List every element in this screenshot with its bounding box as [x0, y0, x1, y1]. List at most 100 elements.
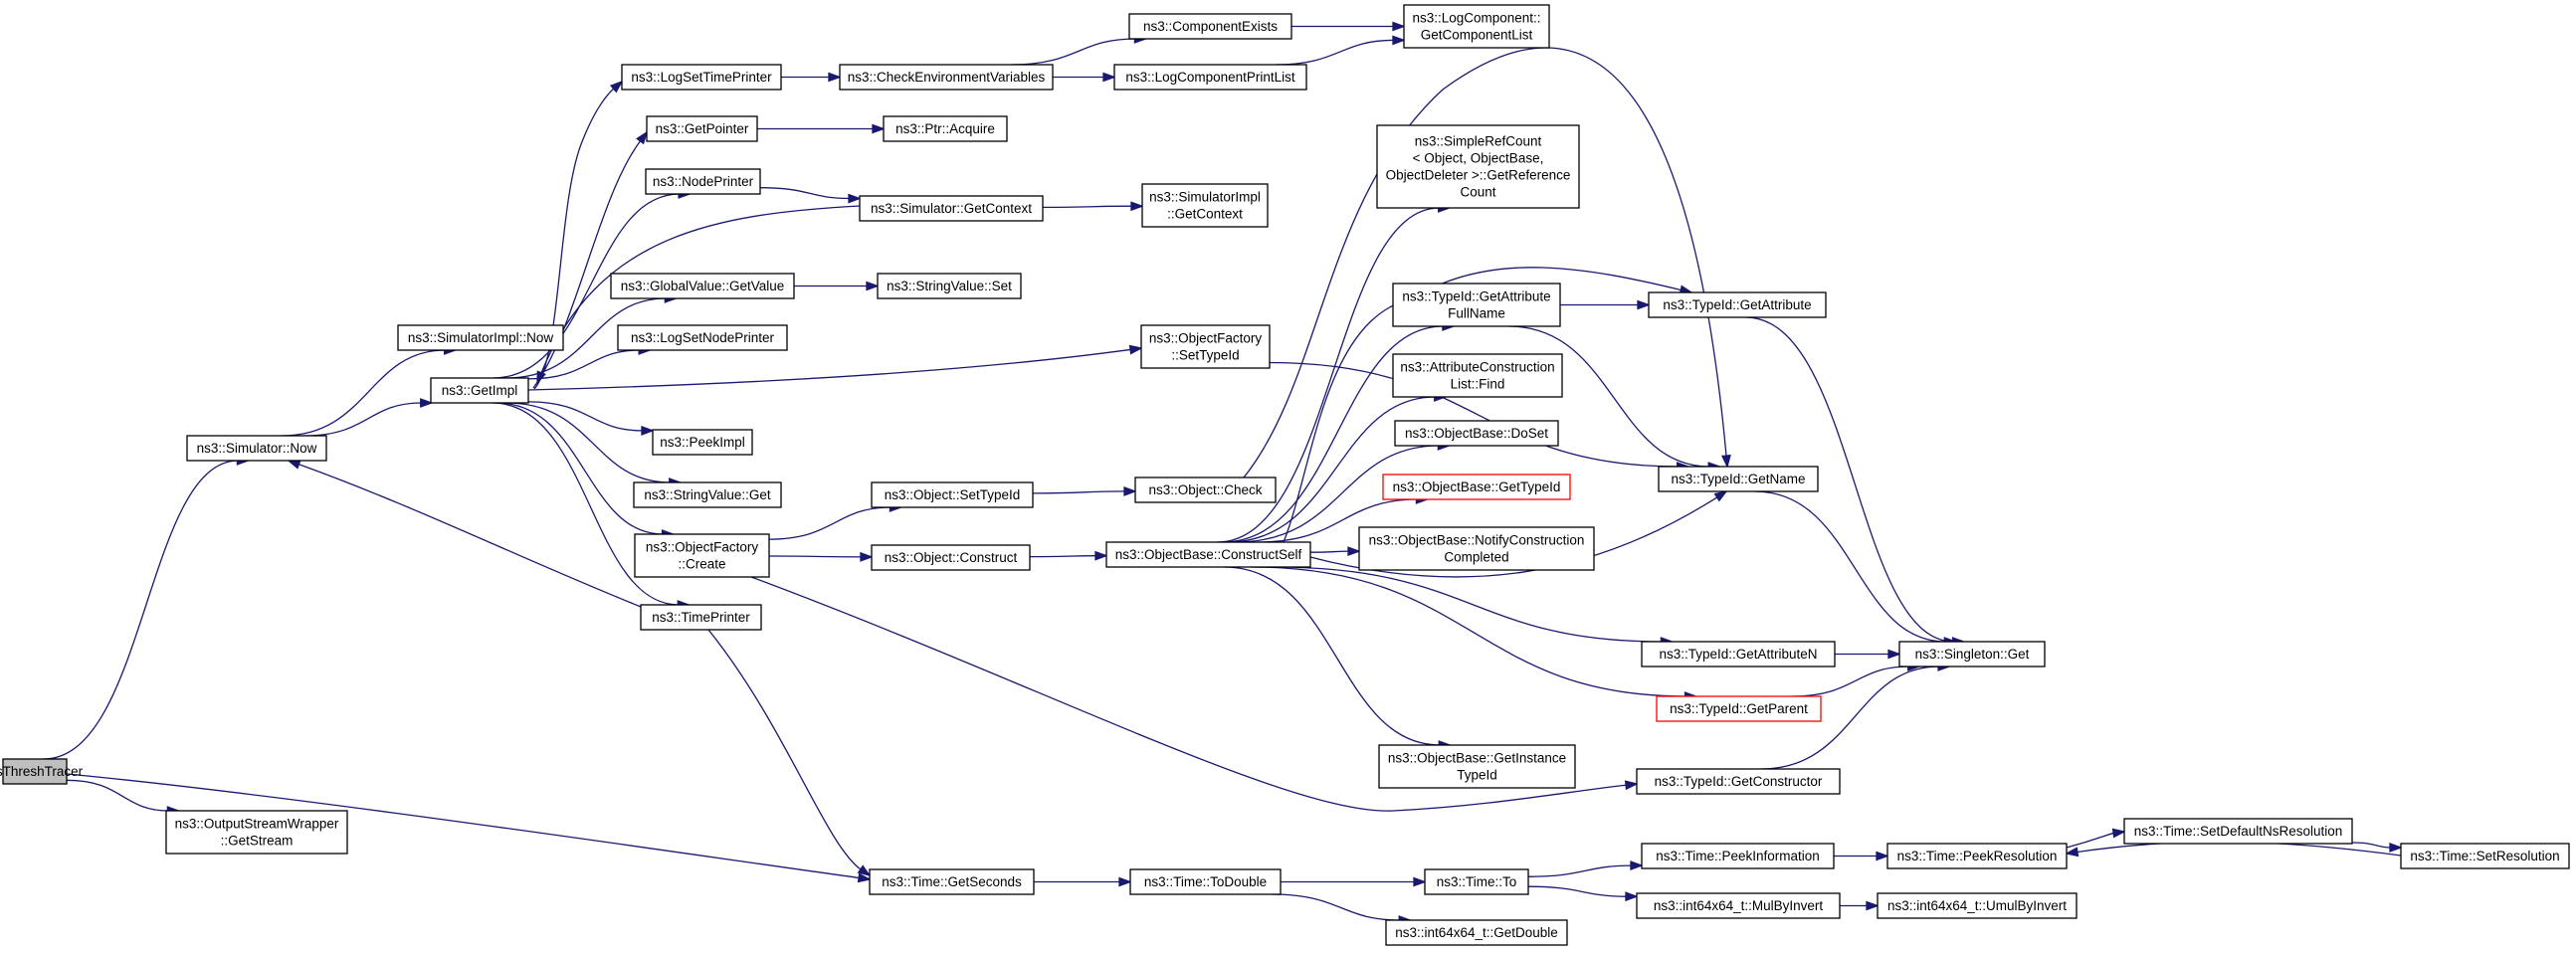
node-box	[2400, 843, 2570, 869]
edge-time_to-to-i64_mulbyinvert-line	[1527, 885, 1628, 897]
node-label: ::GetContext	[1167, 207, 1243, 222]
edge-of_create-to-obj_construct-arrowhead	[860, 551, 874, 562]
node-time_peekinfo[interactable]: ns3::Time::PeekInformation	[1641, 843, 1835, 869]
node-label: ns3::CheckEnvironmentVariables	[848, 70, 1046, 85]
node-logsettimeprinter[interactable]: ns3::LogSetTimePrinter	[621, 64, 782, 91]
node-label: ns3::NodePrinter	[653, 174, 754, 189]
node-label: ns3::ObjectBase::DoSet	[1405, 426, 1548, 441]
edge-tid_getattrfullname-to-tid_getname	[1508, 325, 1722, 472]
edge-root-to-sim_now-line	[43, 460, 239, 760]
node-logsetnodeprinter[interactable]: ns3::LogSetNodePrinter	[617, 324, 788, 351]
node-obj_check[interactable]: ns3::Object::Check	[1134, 477, 1277, 503]
node-label: ns3::Time::PeekInformation	[1656, 849, 1820, 863]
edge-nodeprinter-to-sim_getcontext-arrowhead	[848, 193, 862, 204]
node-box	[1424, 868, 1529, 895]
node-sim_getcontext[interactable]: ns3::Simulator::GetContext	[859, 195, 1044, 222]
edge-ob_constructself-to-tid_getattrfullname-line	[1221, 325, 1444, 543]
node-label: ns3::ObjectFactory	[1149, 331, 1263, 346]
edge-tid_getattributen-to-singleton_get-arrowhead	[1887, 649, 1901, 660]
node-root[interactable]: SsThreshTracer	[0, 758, 84, 785]
node-tid_getparent[interactable]: ns3::TypeId::GetParent	[1656, 695, 1822, 722]
node-i64_umulbyinvert[interactable]: ns3::int64x64_t::UmulByInvert	[1877, 892, 2078, 919]
node-time_setres[interactable]: ns3::Time::SetResolution	[2400, 843, 2570, 869]
node-tid_getname[interactable]: ns3::TypeId::GetName	[1658, 466, 1819, 492]
node-of_settypeid[interactable]: ns3::ObjectFactory::SetTypeId	[1140, 324, 1271, 369]
edge-obj_construct-to-ob_constructself	[1029, 550, 1108, 561]
node-compexists[interactable]: ns3::ComponentExists	[1128, 13, 1292, 40]
node-label: ns3::TypeId::GetParent	[1670, 701, 1808, 716]
node-getpointer[interactable]: ns3::GetPointer	[646, 115, 758, 142]
node-time_peekres[interactable]: ns3::Time::PeekResolution	[1886, 843, 2068, 869]
node-gv_getvalue[interactable]: ns3::GlobalValue::GetValue	[610, 273, 795, 299]
node-logcompprintlist[interactable]: ns3::LogComponentPrintList	[1113, 64, 1307, 91]
edge-time_setdefaultns-to-time_setres-arrowhead	[2389, 843, 2403, 853]
node-i64_getdouble[interactable]: ns3::int64x64_t::GetDouble	[1385, 919, 1568, 946]
node-srefcount[interactable]: ns3::SimpleRefCount< Object, ObjectBase,…	[1376, 124, 1580, 209]
node-box	[871, 481, 1034, 508]
edge-tid_getattrfullname-to-tid_getattribute-arrowhead	[1637, 299, 1651, 310]
node-label: ns3::SimpleRefCount	[1415, 134, 1542, 149]
node-obj_construct[interactable]: ns3::Object::Construct	[871, 544, 1031, 571]
node-obj_settypeid[interactable]: ns3::Object::SetTypeId	[871, 481, 1034, 508]
node-getimpl[interactable]: ns3::GetImpl	[430, 377, 529, 404]
edge-of_create-to-obj_construct-line	[768, 555, 863, 558]
edge-compexists-to-logcomp_getlist-arrowhead	[1392, 21, 1406, 32]
node-time_to[interactable]: ns3::Time::To	[1424, 868, 1529, 895]
node-sv_set[interactable]: ns3::StringValue::Set	[877, 273, 1022, 299]
node-osw_getstream[interactable]: ns3::OutputStreamWrapper::GetStream	[165, 810, 348, 855]
node-label: ns3::TypeId::GetName	[1671, 472, 1805, 486]
edge-checkenv-to-compexists	[1011, 34, 1148, 66]
edge-time_peekres-to-time_setdefaultns	[2066, 828, 2126, 849]
node-tid_getattribute[interactable]: ns3::TypeId::GetAttribute	[1648, 291, 1827, 318]
node-simimpl_getcontext[interactable]: ns3::SimulatorImpl::GetContext	[1141, 183, 1269, 228]
node-time_setdefaultns[interactable]: ns3::Time::SetDefaultNsResolution	[2123, 818, 2353, 845]
node-ob_doset[interactable]: ns3::ObjectBase::DoSet	[1394, 420, 1559, 447]
node-box	[430, 377, 529, 404]
node-box	[1656, 695, 1822, 722]
node-sim_now[interactable]: ns3::Simulator::Now	[186, 435, 327, 462]
edge-getimpl-to-logsetnodeprinter-line	[527, 349, 641, 380]
node-singleton_get[interactable]: ns3::Singleton::Get	[1898, 641, 2046, 668]
node-ob_constructself[interactable]: ns3::ObjectBase::ConstructSelf	[1105, 541, 1311, 568]
node-box	[1105, 541, 1311, 568]
edge-time_setdefaultns-to-time_setres	[2351, 842, 2403, 853]
edge-sim_now-to-simimpl_now-line	[282, 349, 446, 437]
node-time_todouble[interactable]: ns3::Time::ToDouble	[1129, 868, 1282, 895]
node-sv_get[interactable]: ns3::StringValue::Get	[633, 481, 782, 508]
node-simimpl_now[interactable]: ns3::SimulatorImpl::Now	[397, 324, 564, 351]
edge-ob_constructself-to-tid_getattributen	[1275, 566, 1675, 647]
edge-timeprinter-to-time_getseconds	[707, 629, 872, 877]
edge-getimpl-to-of_settypeid-line	[527, 348, 1132, 391]
node-tid_getattributen[interactable]: ns3::TypeId::GetAttributeN	[1641, 641, 1836, 668]
node-peekimpl[interactable]: ns3::PeekImpl	[652, 429, 753, 456]
node-box	[1378, 744, 1576, 789]
node-label: ns3::int64x64_t::GetDouble	[1395, 925, 1558, 940]
edge-time_getseconds-to-time_todouble	[1033, 876, 1132, 887]
node-label: FullName	[1448, 306, 1505, 321]
node-logcomp_getlist[interactable]: ns3::LogComponent::GetComponentList	[1403, 4, 1550, 49]
edge-root-to-time_getseconds-line	[66, 773, 861, 879]
node-label: ns3::Ptr::Acquire	[895, 121, 995, 136]
node-time_getseconds[interactable]: ns3::Time::GetSeconds	[869, 868, 1035, 895]
node-tid_getconstructor[interactable]: ns3::TypeId::GetConstructor	[1636, 768, 1841, 795]
node-label: ns3::TypeId::GetAttribute	[1663, 297, 1811, 312]
node-of_create[interactable]: ns3::ObjectFactory::Create	[634, 533, 770, 578]
edge-obj_settypeid-to-obj_check	[1032, 485, 1137, 496]
node-label: ns3::Time::ToDouble	[1144, 874, 1267, 889]
node-box	[1886, 843, 2068, 869]
node-box	[877, 273, 1022, 299]
node-box	[1641, 641, 1836, 668]
edge-gv_getvalue-to-sv_set-arrowhead	[866, 281, 880, 291]
node-checkenv[interactable]: ns3::CheckEnvironmentVariables	[839, 64, 1054, 91]
node-timeprinter[interactable]: ns3::TimePrinter	[640, 604, 762, 631]
node-ptr_acquire[interactable]: ns3::Ptr::Acquire	[883, 115, 1008, 142]
edge-time_getseconds-to-time_todouble-arrowhead	[1118, 876, 1132, 887]
node-ob_gettypeid[interactable]: ns3::ObjectBase::GetTypeId	[1382, 474, 1571, 500]
edge-logcompprintlist-to-logcomp_getlist-arrowhead	[1392, 35, 1406, 46]
node-nodeprinter[interactable]: ns3::NodePrinter	[645, 168, 761, 195]
node-ob_notify[interactable]: ns3::ObjectBase::NotifyConstructionCompl…	[1358, 526, 1595, 571]
node-i64_mulbyinvert[interactable]: ns3::int64x64_t::MulByInvert	[1636, 892, 1841, 919]
